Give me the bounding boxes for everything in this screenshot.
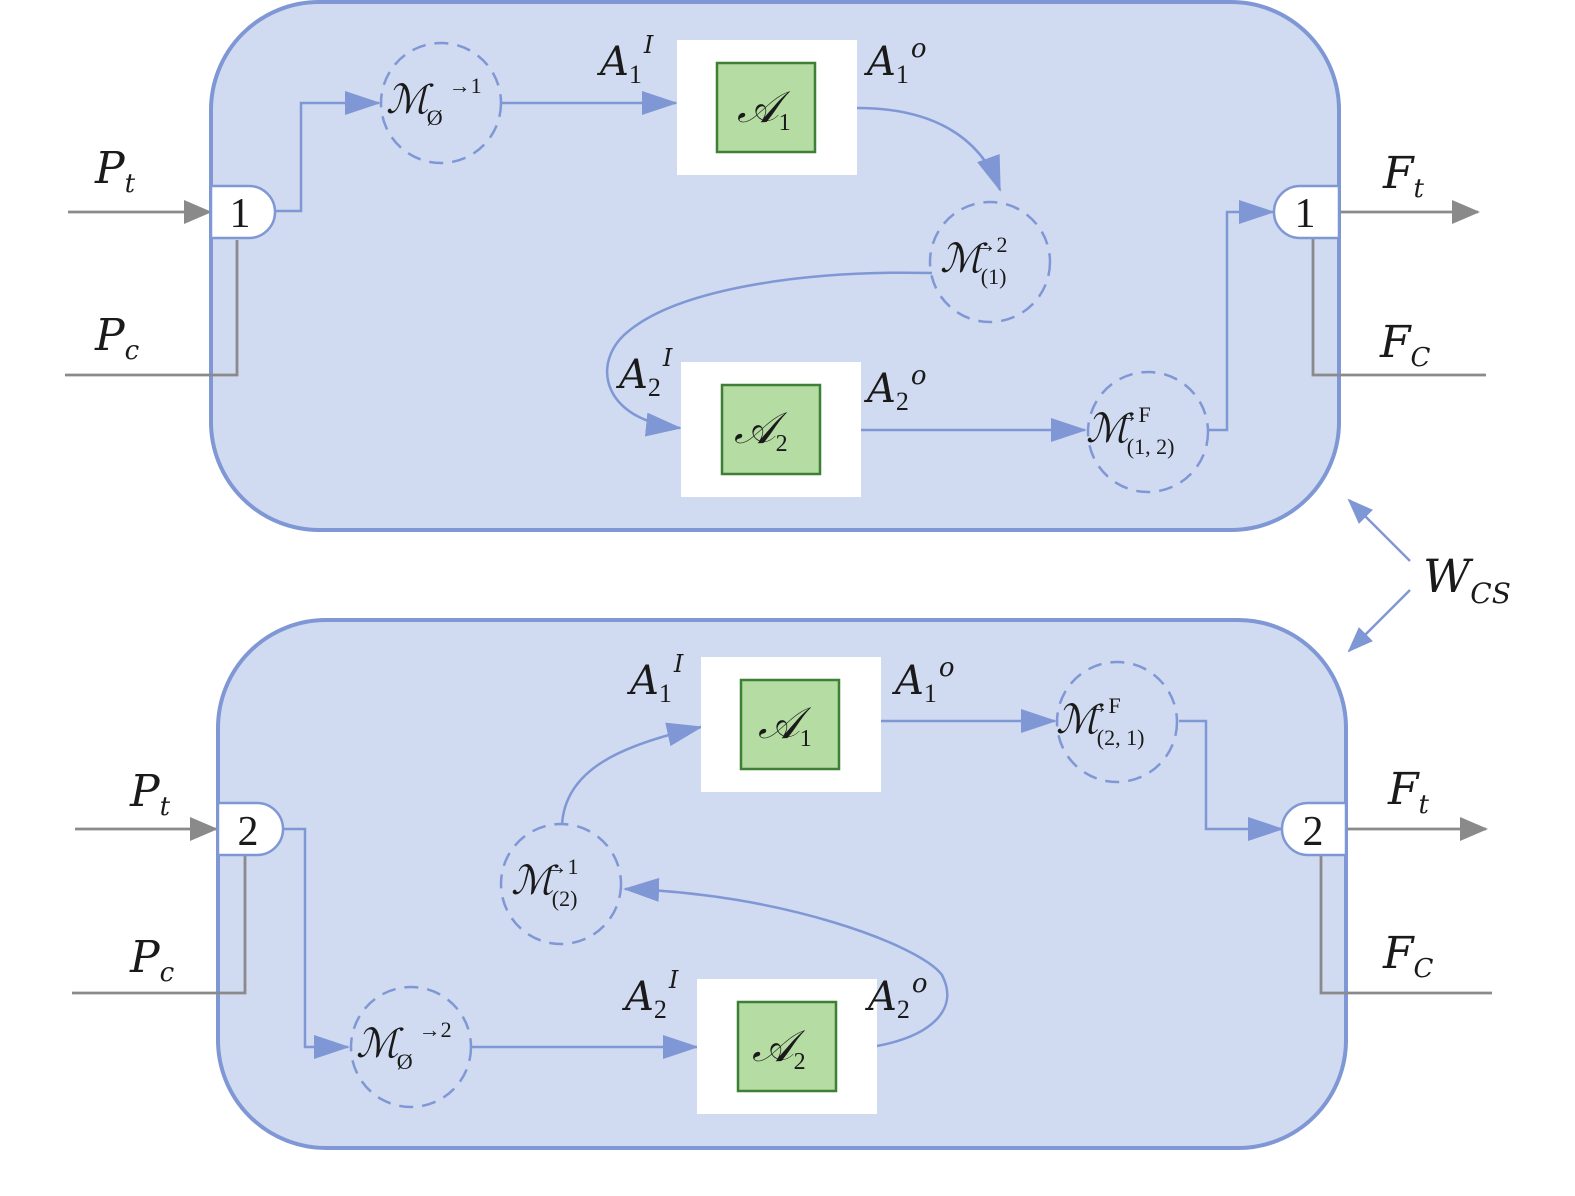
p2-flow-mod-2-to-a1 bbox=[560, 722, 703, 826]
p1-cost-output-label: FC bbox=[1379, 317, 1431, 373]
p1-agent-1-output-label: A1o bbox=[863, 34, 927, 89]
p1-input-port bbox=[209, 184, 277, 240]
p1-agent-2-output-label: A2o bbox=[863, 361, 927, 416]
p1-input-port-label: 1 bbox=[230, 191, 251, 237]
p1-flow-port-to-mod-empty bbox=[276, 91, 381, 213]
p2-flow-port-to-mod-empty bbox=[283, 827, 350, 1059]
p2-output-port-label: 2 bbox=[1303, 809, 1324, 855]
p2-agent-2-input-label: A2I bbox=[621, 966, 679, 1024]
p2-output-port bbox=[1280, 801, 1348, 857]
p2-input-port-label: 2 bbox=[238, 809, 259, 855]
p1-output-port bbox=[1272, 184, 1341, 240]
coordination-link: WCS bbox=[1347, 498, 1511, 653]
wcs-arrow-up bbox=[1347, 498, 1411, 562]
p1-agent-1-input-label: A1I bbox=[596, 31, 654, 89]
p1-agent-2-box bbox=[720, 383, 822, 476]
p2-module-2 bbox=[499, 822, 623, 946]
p2-module-empty bbox=[349, 985, 473, 1109]
p2-flow-mod-final-to-port bbox=[1179, 719, 1284, 841]
p2-time-input-label: Pt bbox=[129, 766, 171, 822]
p1-time-output-label: Ft bbox=[1382, 148, 1425, 204]
p1-module-empty-label: ℳØ→1 bbox=[386, 73, 482, 130]
p1-module-empty bbox=[379, 41, 503, 165]
p1-agent-1-box bbox=[715, 61, 817, 154]
panel-1: 1 1 𝒜1 𝒜2 A1I A1o A2I A2o ℳØ→1 ℳ(1)→2 ℳ(… bbox=[65, 0, 1486, 532]
p1-cost-output-line bbox=[1311, 238, 1486, 377]
p1-flow-mod-1-to-a2 bbox=[605, 271, 933, 437]
p1-module-final bbox=[1086, 370, 1210, 494]
p1-time-input-label: Pt bbox=[94, 143, 136, 199]
p2-agent-1-box bbox=[739, 678, 841, 771]
wcs-label: WCS bbox=[1423, 549, 1511, 610]
p1-flow-mod-final-to-port bbox=[1209, 200, 1275, 432]
p2-agent-2-output-label: A2o bbox=[864, 969, 928, 1024]
p1-module-final-label: ℳ(1, 2)→F bbox=[1086, 402, 1174, 459]
p2-agent-1-input-label: A1I bbox=[626, 650, 684, 708]
p2-module-2-label: ℳ(2)→1 bbox=[511, 854, 578, 911]
p2-cost-output-line bbox=[1319, 855, 1492, 995]
p1-agent-2-input-label: A2I bbox=[615, 344, 673, 402]
p1-output-port-label: 1 bbox=[1295, 191, 1316, 237]
p1-module-1 bbox=[928, 200, 1052, 324]
p1-module-1-label: ℳ(1)→2 bbox=[940, 232, 1007, 289]
p1-cost-input-line bbox=[65, 240, 239, 377]
p2-module-final-label: ℳ(2, 1)→F bbox=[1056, 693, 1144, 750]
p2-module-empty-label: ℳØ→2 bbox=[356, 1017, 452, 1074]
p1-flow-a1-to-mod-1 bbox=[856, 106, 1002, 192]
p2-cost-input-line bbox=[72, 855, 247, 995]
p2-agent-2-box bbox=[736, 1000, 838, 1093]
panel-2: 2 2 𝒜1 𝒜2 A1I A1o A2I A2o ℳ(2, 1)→F ℳ(2)… bbox=[72, 618, 1492, 1150]
p2-input-port bbox=[216, 801, 285, 857]
p2-flow-a2-to-mod-2 bbox=[623, 877, 949, 1048]
p2-cost-output-label: FC bbox=[1382, 928, 1434, 984]
panel-2-background bbox=[216, 618, 1348, 1150]
wcs-arrow-down bbox=[1347, 589, 1411, 653]
p1-cost-input-label: Pc bbox=[94, 310, 140, 366]
p2-time-output-label: Ft bbox=[1387, 764, 1430, 820]
p2-module-final bbox=[1055, 660, 1179, 784]
p2-cost-input-label: Pc bbox=[129, 932, 175, 988]
p2-agent-1-output-label: A1o bbox=[891, 653, 955, 708]
